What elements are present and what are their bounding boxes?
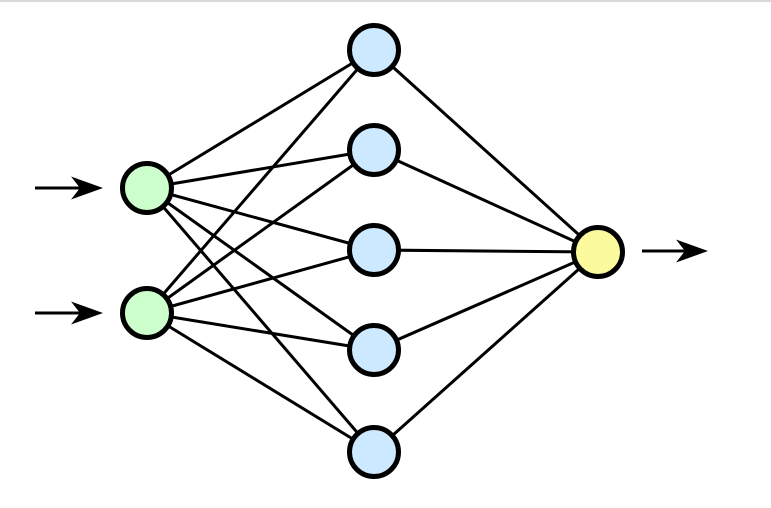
hidden-node-4 <box>347 323 401 377</box>
edge-i2-h3 <box>146 248 375 315</box>
edge-i2-h1 <box>145 49 376 314</box>
hidden-node-2 <box>347 123 401 177</box>
output-arrow <box>642 239 708 263</box>
hidden-node-3 <box>347 223 401 277</box>
output-node-1 <box>571 225 625 279</box>
edge-i1-h1 <box>146 48 375 190</box>
edge-h5-o1 <box>373 250 599 454</box>
top-border <box>0 0 771 2</box>
edge-i2-h2 <box>146 148 375 315</box>
edge-h3-o1 <box>373 248 599 254</box>
input-arrow-1 <box>35 176 103 200</box>
hidden-node-5 <box>347 425 401 479</box>
edge-h2-o1 <box>373 148 599 254</box>
input-node-2 <box>120 286 174 340</box>
input-arrow-2-head-icon <box>71 301 103 325</box>
edge-i1-h5 <box>145 187 376 453</box>
edge-h4-o1 <box>373 250 599 352</box>
edge-h1-o1 <box>372 48 600 254</box>
edge-i1-h4 <box>146 186 375 352</box>
edge-i2-h4 <box>146 311 375 352</box>
hidden-node-1 <box>347 23 401 77</box>
input-node-1 <box>120 161 174 215</box>
edge-i2-h5 <box>146 311 375 454</box>
input-arrow-2 <box>35 301 103 325</box>
output-arrow-head-icon <box>676 239 708 263</box>
edge-i1-h3 <box>146 186 375 252</box>
edge-i1-h2 <box>146 148 375 190</box>
input-arrow-1-head-icon <box>71 176 103 200</box>
